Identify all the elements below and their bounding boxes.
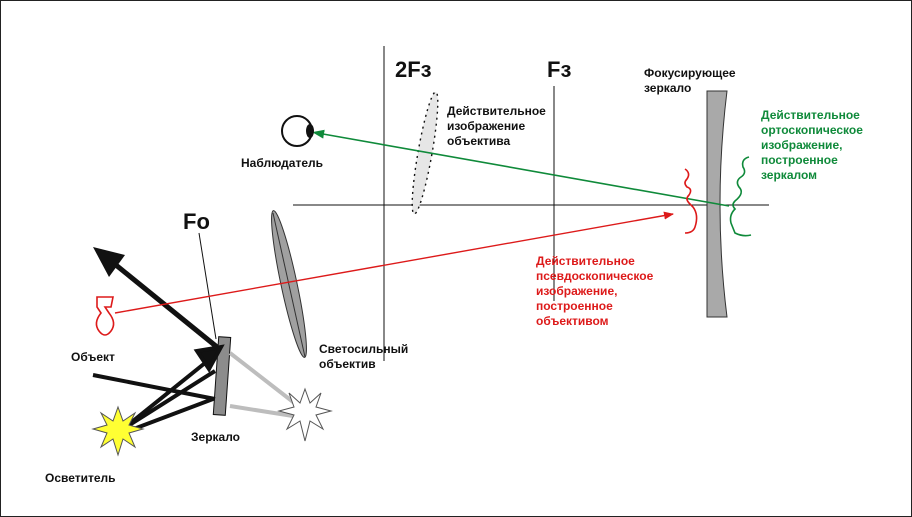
object-figure-icon [95,296,115,336]
label-f-mirror: Fз [547,57,571,82]
label-real-image-objective: Действительное изображение объектива [447,104,549,148]
black-ray-illuminator-up [121,369,217,431]
orthoscopic-face-icon [729,156,752,237]
fast-objective-axis [272,212,306,358]
label-illuminator: Осветитель [45,471,116,485]
black-arrow-to-mirror [121,344,225,431]
red-ray [114,211,674,314]
label-observer: Наблюдатель [241,156,323,170]
fo-line [198,232,217,340]
pseudoscopic-face-icon [684,168,698,234]
label-2f-mirror: 2Fз [395,57,432,82]
green-ray [312,129,730,207]
grey-ray-1 [228,351,299,407]
observer-pupil [306,124,314,138]
label-object: Объект [71,350,115,364]
label-pseudoscopic-image: Действительное псевдоскопическое изображ… [536,254,657,328]
lamp-image-star-icon [277,387,333,442]
label-orthoscopic-image: Действительное ортоскопическое изображен… [761,108,866,182]
label-focusing-mirror: Фокусирующее зеркало [644,66,739,95]
objective-image-ellipse [411,91,439,215]
black-ray-object-in [92,373,216,401]
label-fast-objective: Светосильный объектив [319,342,412,371]
label-mirror: Зеркало [191,430,240,444]
label-f-objective: Fo [183,209,210,234]
black-arrowhead [93,247,125,277]
illuminator-star-icon [91,405,145,457]
grey-ray-2 [229,404,294,418]
